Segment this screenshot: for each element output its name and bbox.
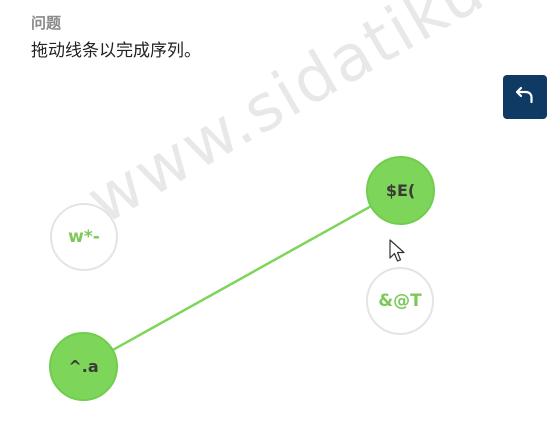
undo-arrow-icon	[514, 84, 536, 110]
question-heading: 问题	[31, 14, 62, 32]
sequence-node[interactable]: w*-	[50, 203, 118, 271]
sequence-node[interactable]: &@T	[366, 267, 434, 335]
connection-line	[82, 188, 402, 368]
question-instruction: 拖动线条以完成序列。	[31, 41, 201, 61]
sequence-node[interactable]: $E(	[366, 156, 435, 225]
sequence-node[interactable]: ^.a	[49, 332, 118, 401]
undo-button[interactable]	[503, 75, 547, 119]
